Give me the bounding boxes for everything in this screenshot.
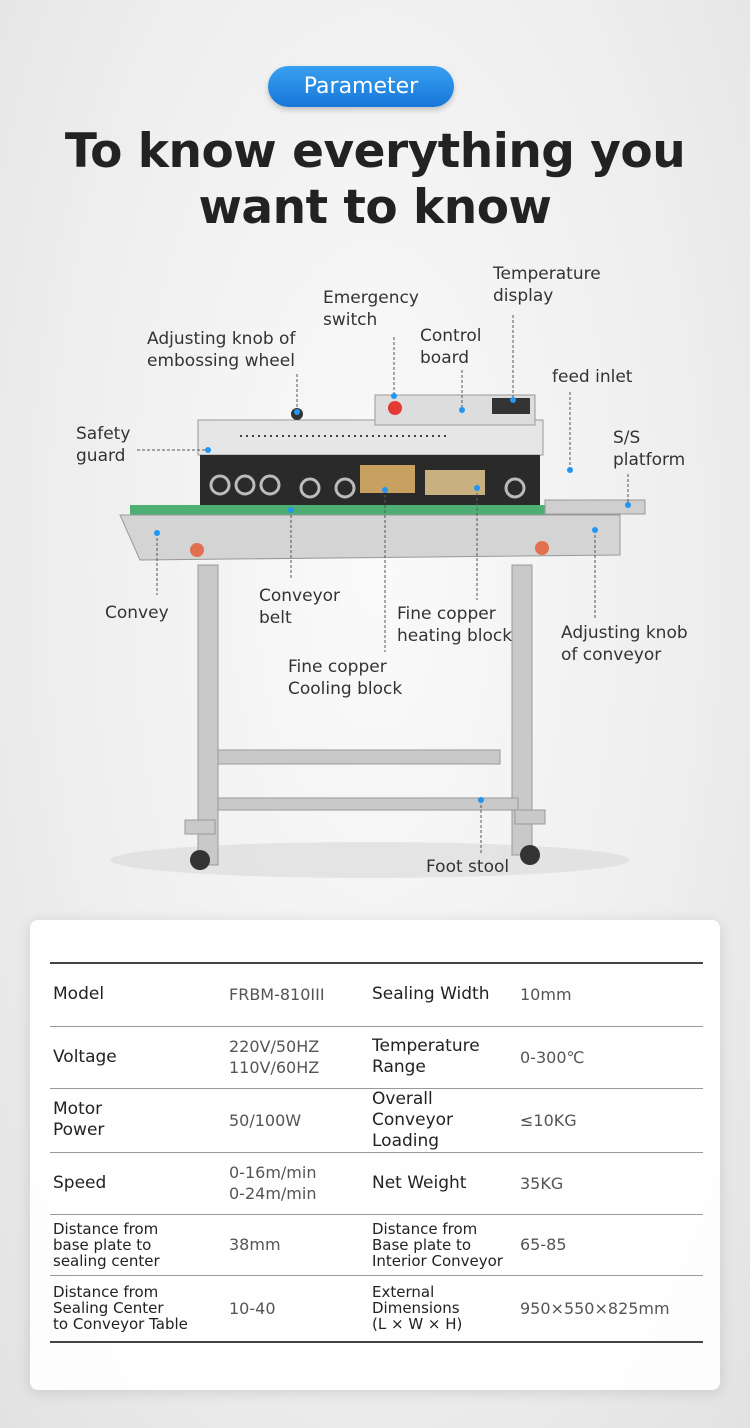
conveyor-frame bbox=[119, 514, 621, 561]
parameter-badge: Parameter bbox=[268, 66, 454, 107]
stand bbox=[184, 564, 546, 866]
spec-value: 10mm bbox=[517, 963, 703, 1027]
emergency-switch bbox=[388, 401, 402, 415]
spec-value: 38mm bbox=[226, 1214, 369, 1276]
spec-value: 0-300℃ bbox=[517, 1026, 703, 1089]
spec-value: 50/100W bbox=[226, 1088, 369, 1153]
spec-value: 65-85 bbox=[517, 1214, 703, 1276]
callout-dots bbox=[154, 393, 631, 803]
temperature-display bbox=[492, 398, 530, 414]
page-title: To know everything you want to know bbox=[64, 124, 686, 235]
caster-wheels bbox=[190, 845, 540, 870]
spec-value: ≤10KG bbox=[517, 1088, 703, 1153]
heating-block bbox=[425, 470, 485, 495]
spec-value: 950×550×825mm bbox=[517, 1275, 703, 1343]
leader-lines bbox=[137, 315, 629, 855]
spec-label: Voltage bbox=[50, 1026, 226, 1089]
spec-label: Net Weight bbox=[369, 1152, 517, 1215]
spec-value: 10-40 bbox=[226, 1275, 369, 1343]
callout-feed-inlet: feed inlet bbox=[552, 367, 633, 387]
spec-label: Speed bbox=[50, 1152, 226, 1215]
sealing-machine-illustration bbox=[110, 315, 646, 878]
callout-convey: Convey bbox=[105, 603, 169, 623]
cooling-block bbox=[360, 465, 415, 493]
conveyor-belt bbox=[130, 505, 575, 515]
spec-label: Sealing Width bbox=[369, 963, 517, 1027]
safety-guard-cover bbox=[197, 419, 544, 456]
spec-label: Model bbox=[50, 963, 226, 1027]
callout-foot-stool: Foot stool bbox=[426, 857, 510, 877]
spec-value: FRBM-810III bbox=[226, 963, 369, 1027]
platform bbox=[544, 499, 646, 515]
spec-value: 35KG bbox=[517, 1152, 703, 1215]
